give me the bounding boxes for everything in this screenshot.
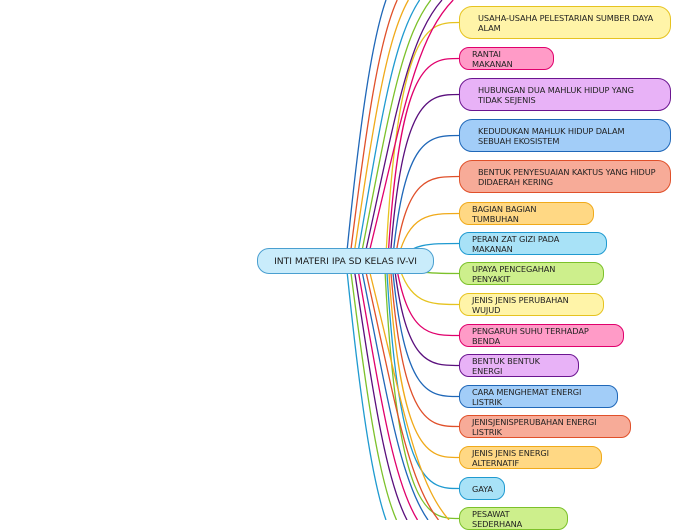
offscreen-branch-up bbox=[362, 0, 443, 262]
subtopic-node[interactable]: KEDUDUKAN MAHLUK HIDUP DALAM SEBUAH EKOS… bbox=[459, 119, 671, 152]
subtopic-node[interactable]: RANTAI MAKANAN bbox=[459, 47, 554, 70]
branch-connector bbox=[387, 57, 460, 262]
offscreen-branch-down bbox=[362, 260, 440, 520]
subtopic-label: HUBUNGAN DUA MAHLUK HIDUP YANG TIDAK SEJ… bbox=[478, 84, 634, 105]
offscreen-branch-up bbox=[352, 0, 409, 262]
subtopic-node[interactable]: USAHA-USAHA PELESTARIAN SUMBER DAYA ALAM bbox=[459, 6, 671, 39]
subtopic-label: CARA MENGHEMAT ENERGI LISTRIK bbox=[472, 386, 582, 407]
subtopic-node[interactable]: UPAYA PENCEGAHAN PENYAKIT bbox=[459, 262, 604, 285]
subtopic-node[interactable]: BENTUK PENYESUAIAN KAKTUS YANG HIDUP DID… bbox=[459, 160, 671, 193]
subtopic-node[interactable]: JENISJENISPERUBAHAN ENERGI LISTRIK bbox=[459, 415, 631, 438]
subtopic-node[interactable]: PENGARUH SUHU TERHADAP BENDA bbox=[459, 324, 624, 347]
offscreen-branch-down bbox=[355, 260, 419, 520]
subtopic-label: RANTAI MAKANAN bbox=[472, 48, 513, 69]
subtopic-node[interactable]: PERAN ZAT GIZI PADA MAKANAN bbox=[459, 232, 607, 255]
subtopic-label: GAYA bbox=[472, 483, 493, 494]
branch-connector bbox=[385, 21, 460, 262]
subtopic-node[interactable]: BAGIAN BAGIAN TUMBUHAN bbox=[459, 202, 594, 225]
offscreen-branch-up bbox=[359, 0, 432, 262]
subtopic-label: BENTUK BENTUK ENERGI bbox=[472, 355, 540, 376]
subtopic-node[interactable]: JENIS JENIS ENERGI ALTERNATIF bbox=[459, 446, 602, 469]
subtopic-label: UPAYA PENCEGAHAN PENYAKIT bbox=[472, 263, 556, 284]
branch-connector bbox=[391, 260, 460, 398]
subtopic-label: BAGIAN BAGIAN TUMBUHAN bbox=[472, 203, 537, 224]
central-topic-label: INTI MATERI IPA SD KELAS IV-VI bbox=[274, 255, 417, 267]
offscreen-branch-up bbox=[366, 0, 454, 262]
offscreen-branch-up bbox=[355, 0, 421, 262]
subtopic-node[interactable]: HUBUNGAN DUA MAHLUK HIDUP YANG TIDAK SEJ… bbox=[459, 78, 671, 111]
central-topic[interactable]: INTI MATERI IPA SD KELAS IV-VI bbox=[257, 248, 434, 274]
subtopic-label: PERAN ZAT GIZI PADA MAKANAN bbox=[472, 233, 560, 254]
subtopic-label: PESAWAT SEDERHANA bbox=[472, 508, 523, 529]
branch-connector bbox=[391, 134, 460, 262]
offscreen-branch-up bbox=[345, 0, 387, 262]
subtopic-node[interactable]: JENIS JENIS PERUBAHAN WUJUD bbox=[459, 293, 604, 316]
branch-connector bbox=[385, 260, 460, 490]
offscreen-branch-down bbox=[359, 260, 429, 520]
offscreen-branch-down bbox=[366, 260, 450, 520]
offscreen-branch-up bbox=[348, 0, 398, 262]
subtopic-node[interactable]: CARA MENGHEMAT ENERGI LISTRIK bbox=[459, 385, 618, 408]
subtopic-label: JENIS JENIS PERUBAHAN WUJUD bbox=[472, 294, 569, 315]
subtopic-node[interactable]: GAYA bbox=[459, 477, 505, 500]
offscreen-branch-down bbox=[348, 260, 398, 520]
subtopic-label: PENGARUH SUHU TERHADAP BENDA bbox=[472, 325, 589, 346]
offscreen-branch-down bbox=[345, 260, 387, 520]
branch-connector bbox=[389, 93, 460, 262]
subtopic-label: JENISJENISPERUBAHAN ENERGI LISTRIK bbox=[472, 416, 597, 437]
subtopic-node[interactable]: BENTUK BENTUK ENERGI bbox=[459, 354, 579, 377]
subtopic-label: BENTUK PENYESUAIAN KAKTUS YANG HIDUP DID… bbox=[478, 166, 656, 187]
branch-connector bbox=[393, 260, 460, 367]
branch-connector bbox=[389, 260, 460, 428]
offscreen-branch-down bbox=[352, 260, 408, 520]
subtopic-node[interactable]: PESAWAT SEDERHANA bbox=[459, 507, 568, 530]
subtopic-label: KEDUDUKAN MAHLUK HIDUP DALAM SEBUAH EKOS… bbox=[478, 125, 625, 146]
branch-connector bbox=[394, 175, 460, 262]
branch-connector bbox=[387, 260, 460, 459]
subtopic-label: JENIS JENIS ENERGI ALTERNATIF bbox=[472, 447, 549, 468]
branch-connector bbox=[394, 260, 460, 337]
subtopic-label: USAHA-USAHA PELESTARIAN SUMBER DAYA ALAM bbox=[478, 12, 654, 33]
